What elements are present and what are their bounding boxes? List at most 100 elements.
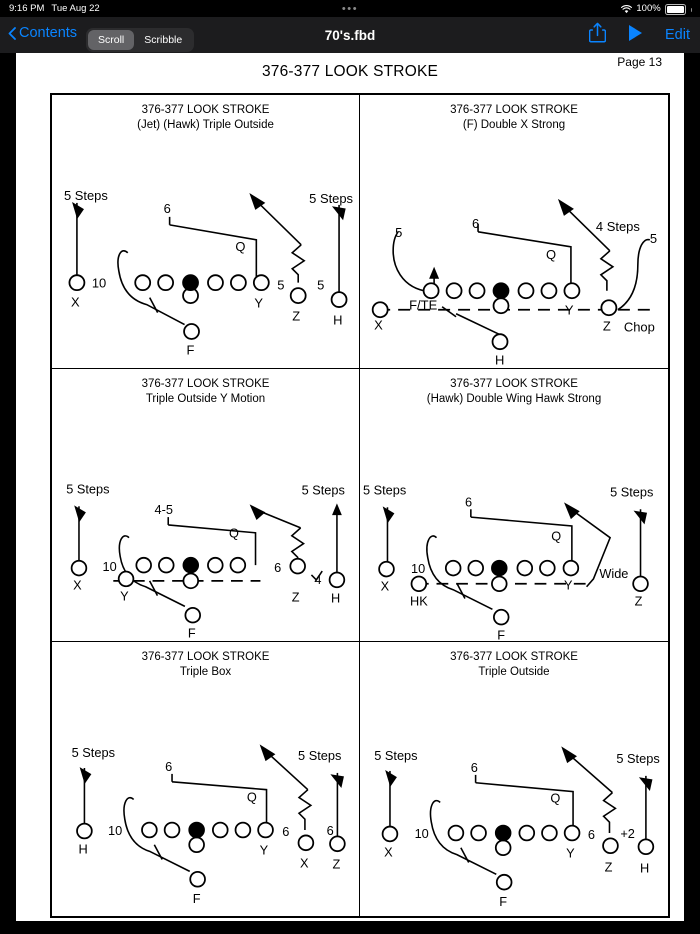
back-to-contents-button[interactable]: Contents bbox=[8, 25, 77, 41]
label-right-steps-3: 5 Steps bbox=[302, 482, 345, 497]
share-up-arrow-icon bbox=[588, 22, 607, 48]
label-f-4: F bbox=[497, 627, 505, 641]
label-qb-depth-1: 6 bbox=[164, 201, 171, 216]
play-cell-2[interactable]: 376-377 LOOK STROKE (F) Double X Strong bbox=[360, 95, 668, 369]
label-qb-depth-2: 6 bbox=[472, 216, 479, 231]
label-x-1: X bbox=[71, 295, 80, 310]
label-left-steps-3: 5 Steps bbox=[66, 481, 109, 496]
label-right-steps-6: 5 Steps bbox=[616, 751, 659, 766]
label-x-split-3: 10 bbox=[103, 559, 117, 574]
battery-full-icon bbox=[664, 3, 686, 16]
status-bar: 9:16 PM Tue Aug 22 ••• 100% bbox=[0, 0, 700, 17]
label-y-5: Y bbox=[260, 843, 269, 858]
label-qb-5: Q bbox=[247, 790, 257, 805]
label-z-1: Z bbox=[292, 309, 300, 324]
label-depth-z-6: 6 bbox=[588, 827, 595, 842]
label-f-te-2: F/TE bbox=[409, 298, 437, 313]
label-qb-2: Q bbox=[546, 247, 556, 262]
edit-button[interactable]: Edit bbox=[665, 27, 690, 43]
status-date: Tue Aug 22 bbox=[51, 3, 100, 14]
label-qb-depth-5: 6 bbox=[165, 759, 172, 774]
play-diagram-2: 5 4 Steps 5 6 Q F/TE X Y Z Chop H bbox=[371, 198, 657, 368]
label-y-2: Y bbox=[565, 303, 574, 318]
label-left-steps-1: 5 Steps bbox=[64, 188, 108, 203]
label-qb-6: Q bbox=[550, 791, 560, 806]
status-bar-right: 100% bbox=[621, 3, 692, 16]
label-depth-z-1: 5 bbox=[277, 278, 284, 293]
page-number-label: Page 13 bbox=[617, 55, 662, 69]
label-f-6: F bbox=[499, 894, 507, 909]
home-indicator[interactable] bbox=[271, 922, 429, 927]
label-right-steps-4: 5 Steps bbox=[610, 484, 653, 499]
label-depth-x-5: 6 bbox=[282, 824, 289, 839]
play-cell-1[interactable]: 376-377 LOOK STROKE (Jet) (Hawk) Triple … bbox=[52, 95, 360, 369]
label-wide-4: Wide bbox=[599, 566, 628, 581]
label-z-3: Z bbox=[292, 589, 300, 604]
label-left-steps-6: 5 Steps bbox=[374, 748, 417, 763]
play-diagram-4: 5 Steps 5 Steps 6 Q 10 X HK Y Wide Z F bbox=[363, 482, 653, 641]
label-depth-right-z-3: 4 bbox=[314, 571, 321, 586]
label-y-6: Y bbox=[566, 846, 575, 861]
label-left-steps-4: 5 Steps bbox=[363, 482, 406, 497]
label-right-steps-2: 4 Steps bbox=[596, 219, 640, 234]
play-cell-6[interactable]: 376-377 LOOK STROKE Triple Outside bbox=[360, 642, 668, 916]
label-x-4: X bbox=[381, 578, 390, 593]
label-y-4: Y bbox=[564, 577, 573, 592]
segment-scribble[interactable]: Scribble bbox=[144, 34, 183, 46]
play-cell-4[interactable]: 376-377 LOOK STROKE (Hawk) Double Wing H… bbox=[360, 369, 668, 643]
play-diagram-grid: 376-377 LOOK STROKE (Jet) (Hawk) Triple … bbox=[50, 93, 670, 918]
label-depth-z-5: 6 bbox=[327, 823, 334, 838]
label-z-2: Z bbox=[603, 319, 611, 334]
label-qb-depth-6: 6 bbox=[471, 760, 478, 775]
label-z-5: Z bbox=[332, 857, 340, 872]
label-right-steps-5: 5 Steps bbox=[298, 748, 341, 763]
label-qb-depth-3: 4-5 bbox=[154, 502, 172, 517]
play-button[interactable] bbox=[628, 24, 643, 47]
chevron-left-icon bbox=[8, 26, 16, 40]
label-qb-3: Q bbox=[229, 525, 239, 540]
label-chop-2: Chop bbox=[624, 320, 655, 335]
wifi-icon bbox=[621, 5, 633, 14]
label-qb-4: Q bbox=[551, 528, 561, 543]
play-cell-3[interactable]: 376-377 LOOK STROKE Triple Outside Y Mot… bbox=[52, 368, 360, 643]
view-mode-segmented-control[interactable]: Scroll Scribble bbox=[86, 28, 195, 52]
label-h-2: H bbox=[495, 353, 504, 368]
label-f-1: F bbox=[187, 342, 195, 357]
play-triangle-icon bbox=[628, 24, 643, 47]
status-bar-left: 9:16 PM Tue Aug 22 bbox=[9, 3, 100, 14]
label-left-steps-2: 5 bbox=[395, 225, 402, 240]
label-left-steps-5: 5 Steps bbox=[72, 746, 115, 761]
label-x-5: X bbox=[300, 856, 309, 871]
play-cell-5[interactable]: 376-377 LOOK STROKE Triple Box bbox=[52, 642, 360, 916]
label-qb-1: Q bbox=[235, 239, 245, 254]
back-to-contents-label: Contents bbox=[19, 25, 78, 41]
play-diagram-1: 5 Steps 5 Steps 6 Q 10 X Y Z H 5 5 F bbox=[64, 188, 353, 357]
label-x-6: X bbox=[384, 845, 393, 860]
label-x-3: X bbox=[73, 577, 82, 592]
document-title-toolbar: 70's.fbd bbox=[324, 27, 376, 43]
segment-scroll[interactable]: Scroll bbox=[88, 30, 135, 50]
label-x-2: X bbox=[374, 318, 383, 333]
toolbar: 70's.fbd Contents Scroll Scribble bbox=[0, 17, 700, 53]
label-y-3: Y bbox=[120, 588, 129, 603]
page-title: 376-377 LOOK STROKE bbox=[261, 63, 439, 80]
play-diagram-6: 5 Steps 5 Steps 6 Q 10 X Y 6 +2 Z H F bbox=[374, 746, 660, 909]
label-h-1: H bbox=[333, 313, 342, 328]
share-button[interactable] bbox=[588, 22, 607, 48]
label-depth-z-3: 6 bbox=[274, 560, 281, 575]
page-header: 376-377 LOOK STROKE Page 13 bbox=[16, 53, 684, 93]
label-h-3: H bbox=[331, 590, 340, 605]
label-h-6: H bbox=[640, 861, 649, 876]
label-plus-two-6: +2 bbox=[620, 826, 635, 841]
play-diagram-3: 5 Steps 5 Steps 4-5 Q 10 X Y 6 4 Z H F bbox=[66, 481, 346, 640]
label-x-split-4: 10 bbox=[411, 561, 425, 576]
toolbar-right-actions: Edit bbox=[588, 17, 690, 53]
label-x-split-1: 10 bbox=[92, 276, 106, 291]
label-far-right-2: 5 bbox=[650, 231, 657, 246]
document-page: 376-377 LOOK STROKE Page 13 376-377 LOOK… bbox=[16, 53, 684, 921]
label-f-3: F bbox=[188, 625, 196, 640]
label-qb-depth-4: 6 bbox=[465, 494, 472, 509]
battery-percent-label: 100% bbox=[636, 3, 661, 14]
status-center-dots: ••• bbox=[341, 2, 359, 15]
